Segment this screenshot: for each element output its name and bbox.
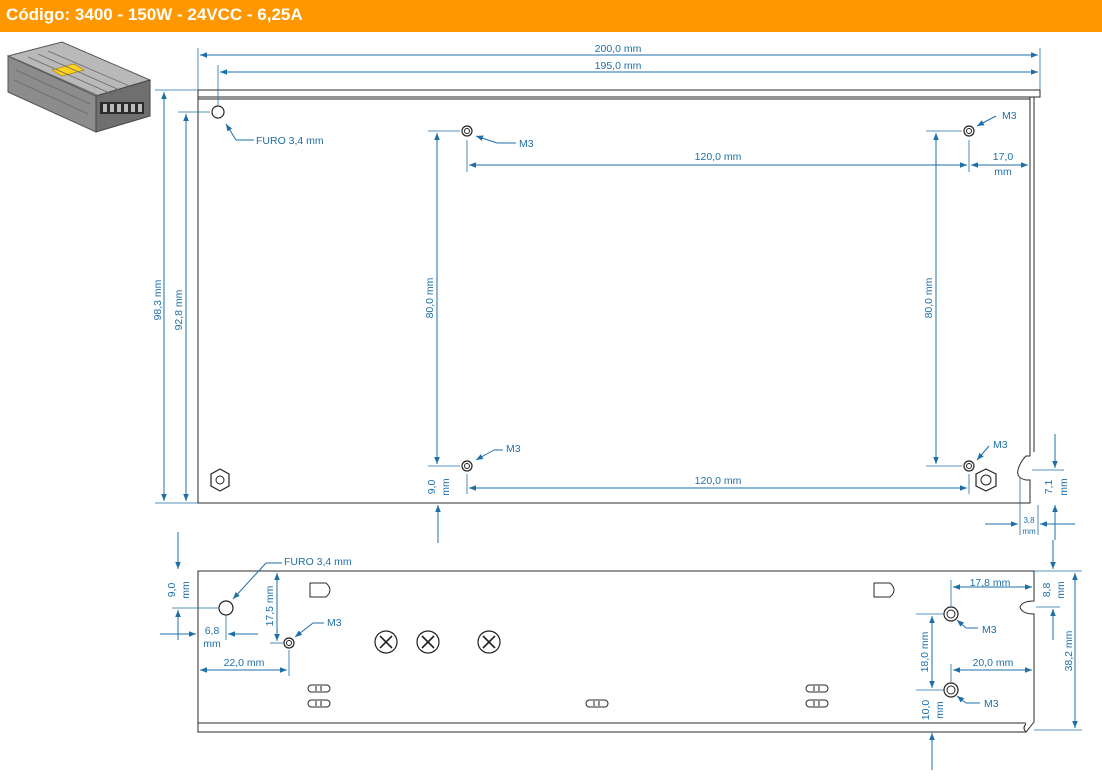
power-supply-photo: [6, 41, 152, 133]
dim-top-offset: 9,0: [166, 583, 178, 598]
dim-bottom-offset-unit: mm: [440, 478, 452, 496]
dim-top-offset-unit: mm: [180, 581, 192, 599]
side-view-outline: [197, 570, 1035, 733]
dim-span-bottom: 120,0 mm: [695, 475, 742, 487]
dim-m3-height: 17,5 mm: [264, 585, 276, 626]
vent-slots: [307, 684, 829, 708]
dim-notch-width: 3,8: [1023, 516, 1035, 525]
top-view: 200,0 mm 195,0 mm 98,3 mm 92,8 mm FURO 3…: [152, 43, 1075, 543]
cutout-left: [309, 582, 331, 598]
dim-right-bottom-offset-unit: mm: [934, 701, 946, 719]
m3-label-side-right-lower: M3: [984, 698, 999, 710]
dim-notch-height-unit: mm: [1058, 478, 1070, 496]
dim-total-height: 38,2 mm: [1063, 630, 1075, 671]
dim-left-offset: 6,8: [205, 625, 220, 637]
dim-right-vertical: 18,0 mm: [919, 631, 931, 672]
furo-hole: [211, 105, 225, 119]
dim-span-top: 120,0 mm: [695, 151, 742, 163]
m3-label-side-left: M3: [327, 617, 342, 629]
dim-inner-height: 92,8 mm: [173, 289, 185, 330]
dim-right-span-top: 17,8 mm: [970, 577, 1011, 589]
dim-overall-width: 200,0 mm: [595, 43, 642, 55]
m3-label-top-right: M3: [1002, 110, 1017, 122]
dim-notch-width-unit: mm: [1022, 527, 1036, 536]
dim-vertical-left: 80,0 mm: [424, 277, 436, 318]
top-view-outline: [197, 89, 1041, 504]
dim-bottom-offset: 9,0: [426, 480, 438, 495]
m3-label-top-left: M3: [519, 138, 534, 150]
furo-label-side: FURO 3,4 mm: [284, 556, 352, 568]
cutout-right: [873, 582, 895, 598]
furo-label: FURO 3,4 mm: [256, 135, 324, 147]
dim-right-bottom-offset: 10,0: [920, 700, 932, 721]
dim-right-offset-unit: mm: [994, 166, 1012, 178]
hex-nut-left: [210, 468, 230, 492]
product-code-title: Código: 3400 - 150W - 24VCC - 6,25A: [6, 5, 303, 24]
m3-label-side-right-upper: M3: [982, 624, 997, 636]
side-view: FURO 3,4 mm 9,0 mm 6,8 mm 17,5 mm M3 22,…: [160, 532, 1082, 770]
furo-hole-side: [218, 600, 234, 616]
dim-right-top-offset-unit: mm: [1055, 581, 1067, 599]
m3-label-bottom-left: M3: [506, 443, 521, 455]
dim-right-span-bottom: 20,0 mm: [973, 657, 1014, 669]
dim-notch-height: 7,1: [1043, 480, 1055, 495]
dim-m3-horizontal: 22,0 mm: [224, 657, 265, 669]
potentiometers: [374, 630, 501, 654]
header-bar: Código: 3400 - 150W - 24VCC - 6,25A: [0, 0, 1102, 32]
dim-vertical-right: 80,0 mm: [923, 277, 935, 318]
dim-inner-width: 195,0 mm: [595, 60, 642, 72]
dim-overall-height: 98,3 mm: [152, 279, 164, 320]
m3-label-bottom-right: M3: [993, 439, 1008, 451]
dim-left-offset-unit: mm: [203, 638, 221, 650]
hex-nut-right: [975, 468, 997, 492]
dim-right-offset: 17,0: [993, 151, 1014, 163]
dim-right-top-offset: 8,8: [1041, 583, 1053, 598]
